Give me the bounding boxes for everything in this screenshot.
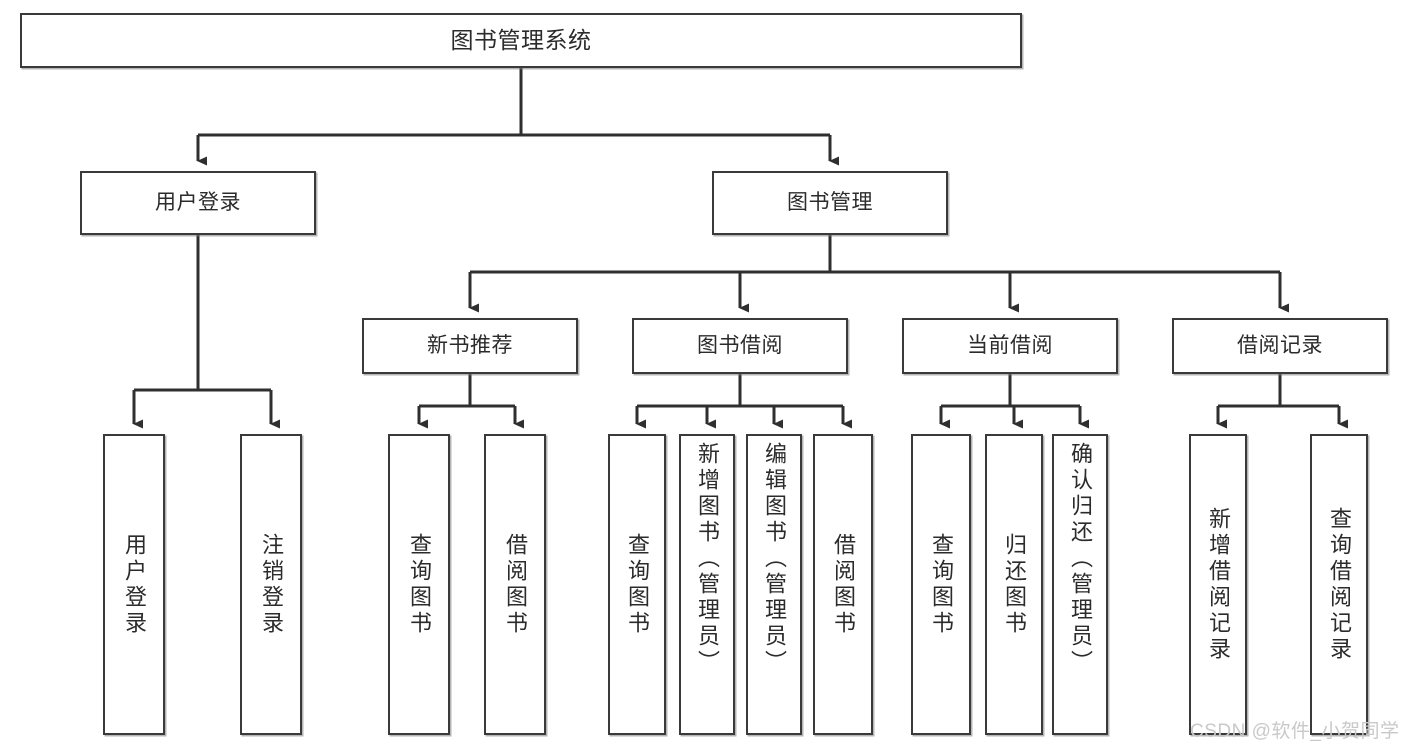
node-new-book-recommend-label: 新书推荐 [427, 333, 513, 357]
node-leaf-edit-book[interactable]: 编辑图书（管理员） [746, 434, 802, 735]
node-leaf-query-book-1-label: 查询图书 [407, 532, 432, 637]
node-user-login-label: 用户登录 [155, 190, 241, 214]
node-current-borrow-label: 当前借阅 [967, 333, 1053, 357]
node-leaf-query-book-3-label: 查询图书 [929, 532, 954, 637]
node-root[interactable]: 图书管理系统 [20, 13, 1022, 68]
node-book-borrow[interactable]: 图书借阅 [632, 318, 848, 374]
node-leaf-user-login[interactable]: 用户登录 [103, 434, 165, 735]
node-book-manage[interactable]: 图书管理 [712, 171, 948, 235]
node-leaf-borrow-book-2[interactable]: 借阅图书 [813, 434, 873, 735]
node-leaf-confirm-return[interactable]: 确认归还（管理员） [1052, 434, 1108, 735]
node-leaf-edit-book-label: 编辑图书（管理员） [762, 442, 787, 676]
node-leaf-query-book-2-label: 查询图书 [625, 532, 650, 637]
node-leaf-borrow-book-1-label: 借阅图书 [503, 532, 528, 637]
node-book-manage-label: 图书管理 [787, 190, 873, 214]
node-borrow-record[interactable]: 借阅记录 [1172, 318, 1388, 374]
node-leaf-add-book[interactable]: 新增图书（管理员） [679, 434, 735, 735]
node-leaf-logout[interactable]: 注销登录 [240, 434, 302, 735]
node-leaf-query-book-1[interactable]: 查询图书 [388, 434, 450, 735]
node-root-label: 图书管理系统 [450, 26, 592, 53]
node-leaf-logout-label: 注销登录 [259, 532, 284, 637]
node-leaf-borrow-book-1[interactable]: 借阅图书 [484, 434, 546, 735]
node-leaf-query-record-label: 查询借阅记录 [1327, 506, 1352, 663]
node-leaf-borrow-book-2-label: 借阅图书 [831, 532, 856, 637]
node-leaf-return-book-label: 归还图书 [1002, 532, 1027, 637]
node-leaf-query-book-2[interactable]: 查询图书 [608, 434, 666, 735]
node-user-login[interactable]: 用户登录 [80, 171, 316, 235]
node-leaf-return-book[interactable]: 归还图书 [985, 434, 1043, 735]
node-leaf-query-book-3[interactable]: 查询图书 [911, 434, 971, 735]
node-new-book-recommend[interactable]: 新书推荐 [362, 318, 578, 374]
node-book-borrow-label: 图书借阅 [697, 333, 783, 357]
node-borrow-record-label: 借阅记录 [1237, 333, 1323, 357]
node-current-borrow[interactable]: 当前借阅 [902, 318, 1118, 374]
node-leaf-add-record[interactable]: 新增借阅记录 [1189, 434, 1247, 735]
node-leaf-user-login-label: 用户登录 [122, 532, 147, 637]
node-leaf-query-record[interactable]: 查询借阅记录 [1310, 434, 1368, 735]
node-leaf-add-book-label: 新增图书（管理员） [695, 442, 720, 676]
csdn-watermark: CSDN @软件_小贺同学 [1190, 721, 1400, 742]
node-leaf-confirm-return-label: 确认归还（管理员） [1068, 442, 1093, 676]
node-leaf-add-record-label: 新增借阅记录 [1206, 506, 1231, 663]
